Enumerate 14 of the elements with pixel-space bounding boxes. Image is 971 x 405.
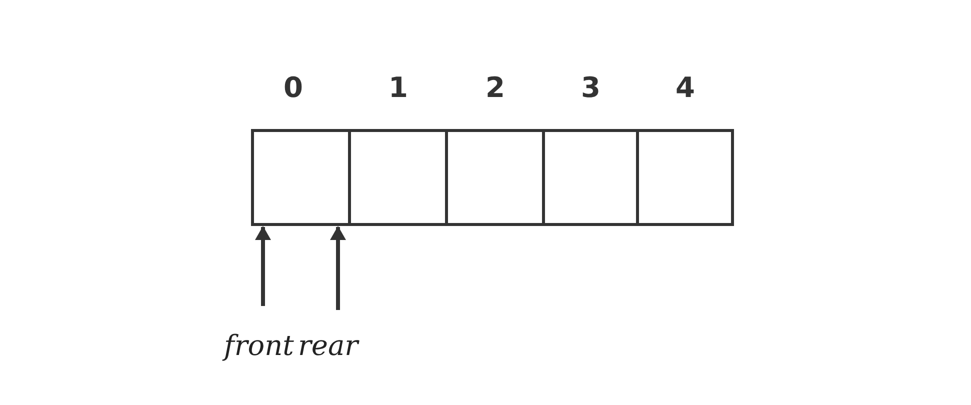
index-number: 1 (388, 74, 408, 102)
array-cell (542, 129, 639, 226)
array-cell (348, 129, 448, 226)
array-cell (251, 129, 351, 226)
array-cell (445, 129, 545, 226)
arrow (255, 226, 271, 306)
index-number: 2 (486, 74, 505, 102)
index-number: 3 (581, 74, 600, 102)
index-number: 0 (284, 74, 303, 102)
array-cell (636, 129, 734, 226)
index-number: 4 (676, 74, 695, 102)
pointer-label: rear (298, 332, 358, 360)
pointer-label: front (224, 332, 294, 360)
arrow (330, 226, 346, 310)
